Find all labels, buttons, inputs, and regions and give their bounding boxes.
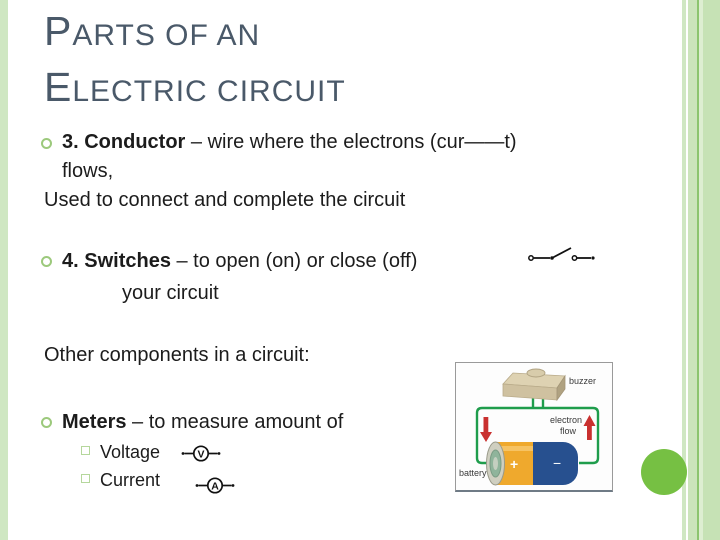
title-line-1: PARTS OF AN (44, 8, 261, 54)
wire-loop (475, 406, 600, 465)
sub-bullet-icon (81, 446, 90, 455)
left-theme-stripe (0, 0, 8, 540)
bullet-icon (41, 138, 52, 149)
buzzer-label: buzzer (569, 376, 596, 386)
battery-label: battery (459, 468, 487, 478)
title-line-2: ELECTRIC CIRCUIT (44, 64, 346, 110)
slide-title: PARTS OF AN ELECTRIC CIRCUIT (44, 8, 346, 120)
voltmeter-symbol-icon: V (181, 445, 221, 462)
electron-flow-label: electron (550, 415, 582, 425)
bullet-switches-line2: your circuit (122, 282, 219, 304)
green-accent-circle (641, 449, 687, 495)
svg-text:V: V (197, 448, 204, 460)
battery-plus: + (510, 456, 518, 472)
sub-item-current: Current (100, 470, 161, 490)
right-theme-stripe (699, 0, 703, 540)
bullet-conductor-line2: flows, (62, 160, 114, 182)
sub-bullet-icon (81, 474, 90, 483)
svg-text:A: A (211, 480, 219, 492)
switch-symbol-icon (528, 247, 595, 261)
paragraph-used-to-connect: Used to connect and complete the circuit (44, 189, 406, 211)
bullet-icon (41, 256, 52, 267)
electron-flow-label: flow (560, 426, 577, 436)
bullet-switches-line1: 4. Switches – to open (on) or close (off… (62, 250, 418, 272)
right-theme-stripe (682, 0, 686, 540)
right-theme-stripe (688, 0, 697, 540)
electron-flow-arrows (480, 415, 596, 442)
right-theme-stripe-dark (697, 0, 699, 540)
bullet-icon (41, 417, 52, 428)
ammeter-symbol-icon: A (195, 477, 235, 494)
bullet-conductor-line1: 3. Conductor – wire where the electrons … (62, 131, 517, 153)
battery-illustration: + − (486, 441, 578, 486)
bullet-meters-line1: Meters – to measure amount of (62, 411, 344, 433)
battery-minus: − (553, 455, 561, 471)
paragraph-other-components: Other components in a circuit: (44, 344, 310, 366)
circuit-diagram-image: buzzer electron flow + − battery (455, 362, 613, 492)
sub-item-voltage: Voltage (100, 442, 161, 462)
right-theme-stripe (703, 0, 720, 540)
buzzer-illustration (502, 368, 566, 402)
